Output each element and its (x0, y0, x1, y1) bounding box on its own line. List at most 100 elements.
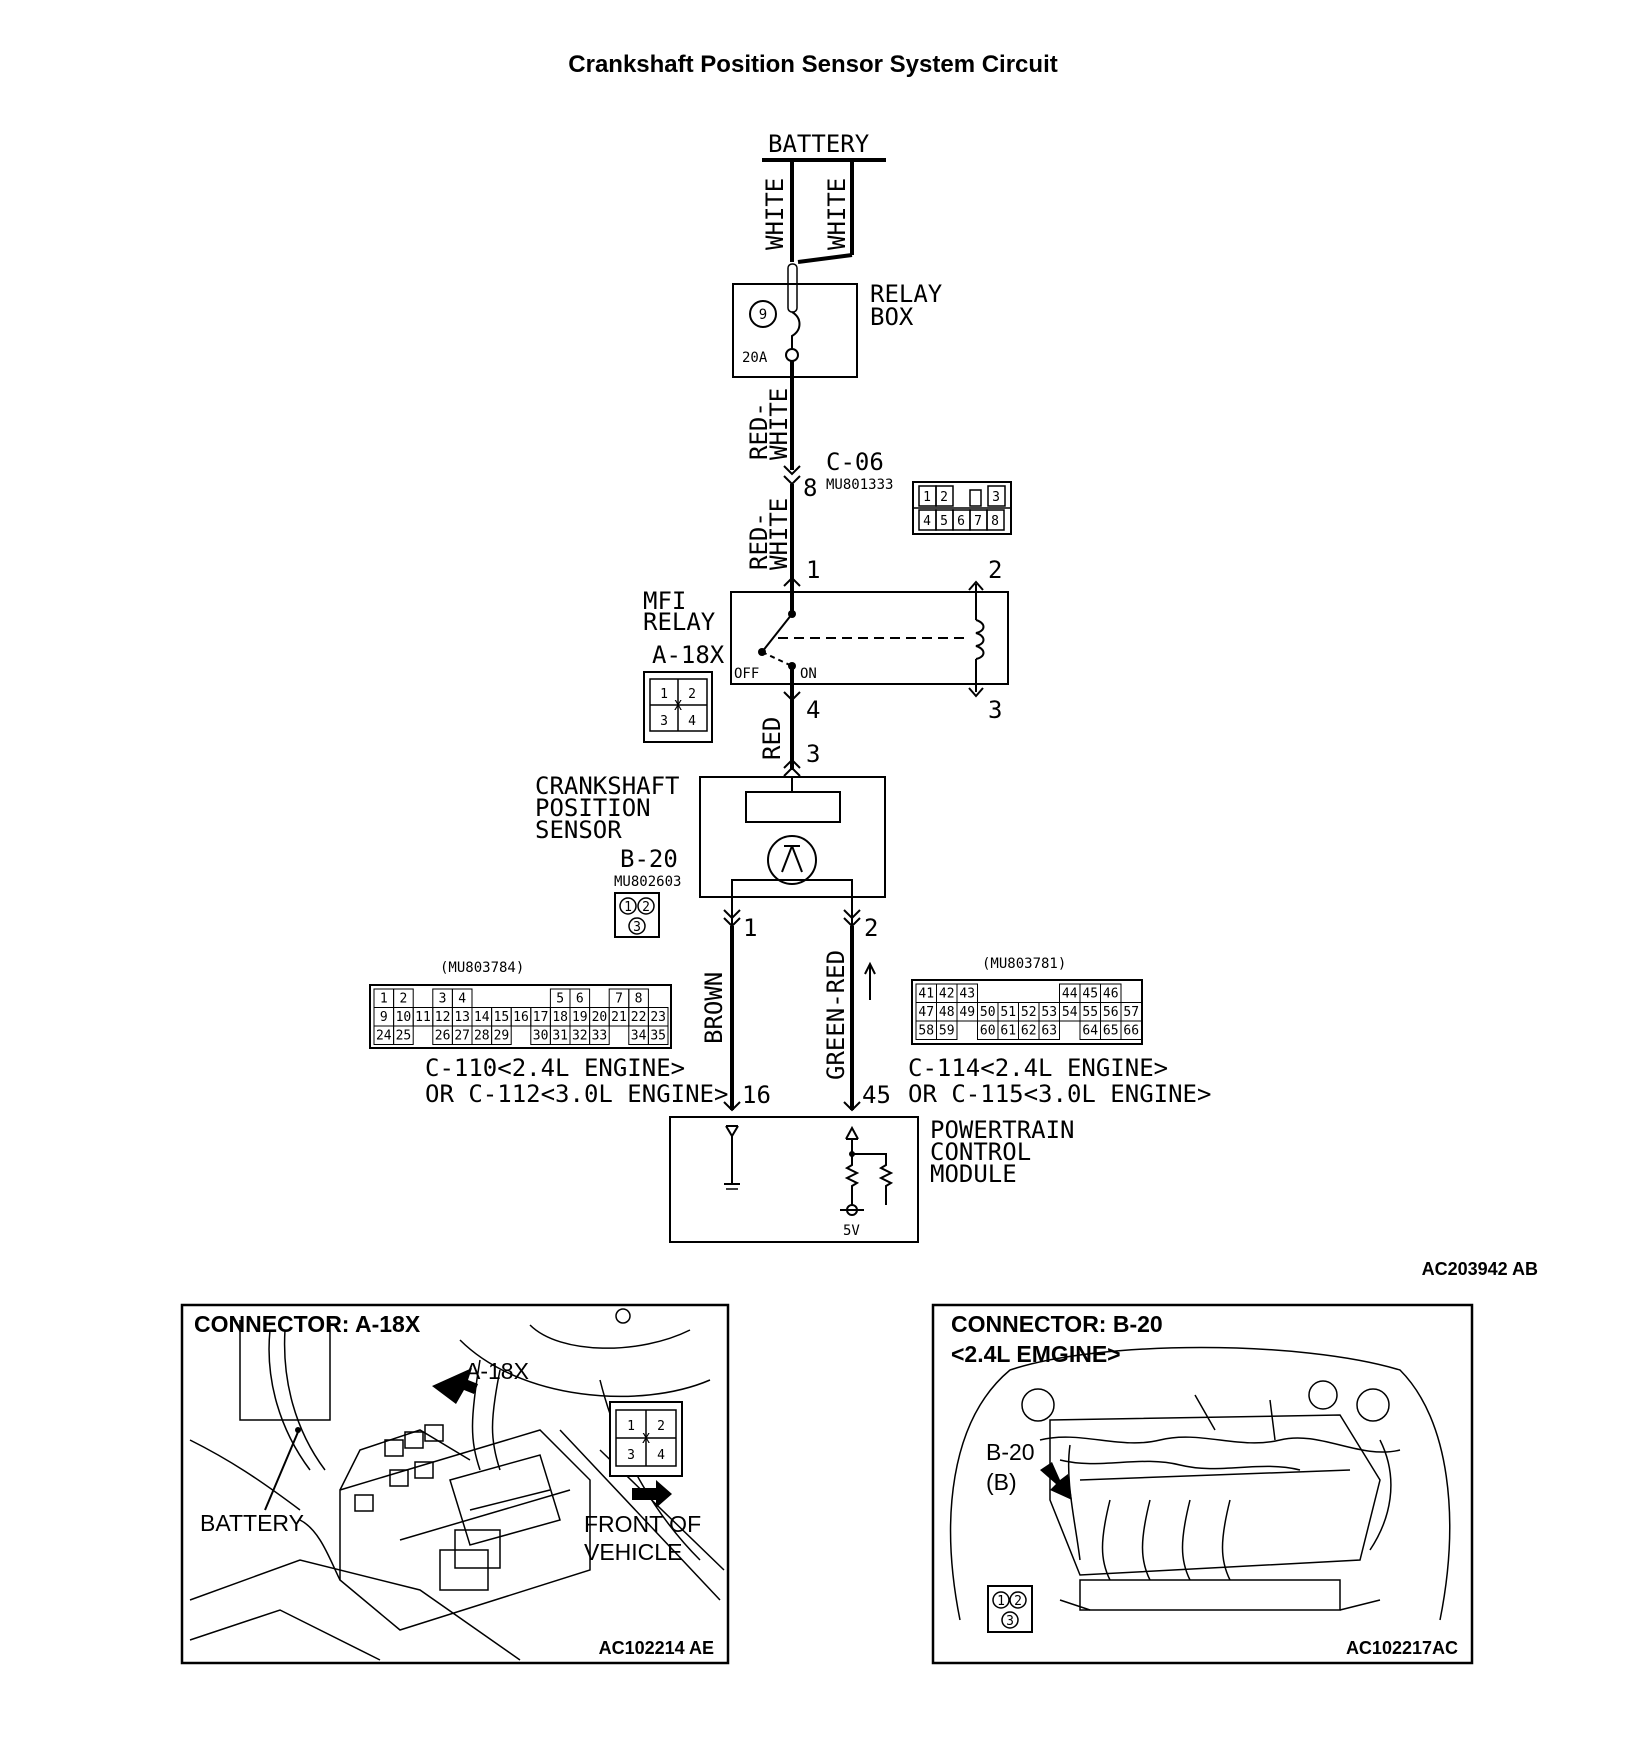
svg-text:2: 2 (657, 1419, 665, 1434)
engine-bay-illustration-b (949, 1346, 1451, 1621)
pin-number: 2 (399, 992, 407, 1007)
pin-number: 62 (1021, 1024, 1037, 1039)
pin-number: 50 (980, 1005, 996, 1020)
pin-number: 42 (939, 987, 955, 1002)
wire-red-white-lower-1: RED- (745, 512, 773, 570)
pin-number: 20 (592, 1010, 608, 1025)
panel-connector-b20: CONNECTOR: B-20 <2.4L EMGINE> B-20 (B) 1… (931, 1303, 1474, 1665)
pin-number: 57 (1123, 1005, 1139, 1020)
sensor-label-2: POSITION (535, 794, 651, 822)
pin-number: 15 (494, 1010, 510, 1025)
svg-text:1: 1 (624, 900, 632, 915)
svg-text:5: 5 (940, 514, 948, 529)
wire-red-white-upper-2: WHITE (765, 388, 793, 460)
svg-text:4: 4 (657, 1448, 665, 1463)
pin-number: 3 (439, 992, 447, 1007)
mfi-coil-pin-3: 3 (988, 696, 1002, 724)
pin-number: 5 (556, 992, 564, 1007)
pin-number: 21 (611, 1010, 627, 1025)
pin-number: 34 (631, 1029, 647, 1044)
pin-number: 33 (592, 1029, 608, 1044)
pin-number: 47 (918, 1005, 934, 1020)
c114-line-2: OR C-115<3.0L ENGINE> (908, 1080, 1211, 1108)
svg-text:1: 1 (627, 1419, 635, 1434)
panel-a-front-1: FRONT OF (584, 1511, 701, 1537)
connector-c06: 8 C-06 MU801333 1 2 3 4 5 6 7 8 (783, 448, 1012, 535)
pin-number: 4 (458, 992, 466, 1007)
panel-b-connector-grid: 1 2 3 (987, 1585, 1033, 1633)
pin-number: 8 (635, 992, 643, 1007)
pin-number: 48 (939, 1005, 955, 1020)
pin-number: 51 (1000, 1005, 1016, 1020)
panel-b-heading-2: <2.4L EMGINE> (951, 1341, 1121, 1367)
c06-pin: 8 (803, 474, 817, 502)
pcm-label-1: POWERTRAIN (930, 1116, 1075, 1144)
sensor-pin-1: 1 (743, 914, 757, 942)
svg-text:X: X (674, 699, 682, 714)
mfi-pin-4: 4 (806, 696, 820, 724)
sensor-label-1: CRANKSHAFT (535, 772, 680, 800)
pin-number: 10 (396, 1010, 412, 1025)
pin-number: 14 (474, 1010, 490, 1025)
panel-a-battery: BATTERY (200, 1510, 304, 1536)
pin-number: 63 (1041, 1024, 1057, 1039)
relay-box-label-2: BOX (870, 303, 914, 331)
pin-number: 29 (494, 1029, 510, 1044)
pin-number: 9 (380, 1010, 388, 1025)
pin-number: 28 (474, 1029, 490, 1044)
svg-text:2: 2 (940, 490, 948, 505)
panel-b-heading-1: CONNECTOR: B-20 (951, 1311, 1163, 1337)
main-figure-id: AC203942 AB (1422, 1259, 1538, 1279)
pin-number: 30 (533, 1029, 549, 1044)
pin-number: 56 (1103, 1005, 1119, 1020)
pin-number: 17 (533, 1010, 549, 1025)
fuse-rating: 20A (742, 350, 768, 366)
pin-number: 7 (615, 992, 623, 1007)
pin-number: 49 (959, 1005, 975, 1020)
pin-number: 35 (650, 1029, 666, 1044)
pin-number: 18 (552, 1010, 568, 1025)
fuse-number: 9 (759, 307, 767, 323)
svg-text:3: 3 (627, 1448, 635, 1463)
mfi-off: OFF (734, 666, 759, 682)
pin-number: 60 (980, 1024, 996, 1039)
panel-b-callout-1: B-20 (986, 1439, 1035, 1465)
pcm-label-3: MODULE (930, 1160, 1017, 1188)
panel-b-figure-id: AC102217AC (1346, 1638, 1458, 1658)
wire-white-right: WHITE (823, 178, 851, 250)
sensor-label-3: SENSOR (535, 816, 622, 844)
c110-pin: 16 (742, 1081, 771, 1109)
pcm-label-2: CONTROL (930, 1138, 1031, 1166)
pin-number: 52 (1021, 1005, 1037, 1020)
c06-pin-grid: 1 2 3 4 5 6 7 8 (912, 481, 1012, 535)
pin-number: 58 (918, 1024, 934, 1039)
battery-label: BATTERY (768, 130, 870, 158)
pin-number: 26 (435, 1029, 451, 1044)
c06-part: MU801333 (826, 477, 893, 493)
pin-number: 41 (918, 987, 934, 1002)
pin-number: 45 (1082, 987, 1098, 1002)
svg-text:4: 4 (688, 714, 696, 729)
pin-cell (393, 1025, 414, 1045)
pin-number: 13 (454, 1010, 470, 1025)
pin-number: 23 (650, 1010, 666, 1025)
pin-cell (589, 1025, 610, 1045)
pin-number: 54 (1062, 1005, 1078, 1020)
mfi-label-1: MFI (643, 587, 686, 615)
wire-red-white-upper-1: RED- (745, 402, 773, 460)
pin-number: 16 (513, 1010, 529, 1025)
sensor-connector-grid: 1 2 3 (614, 892, 660, 938)
mfi-connector-grid: 1 2 3 4 X (643, 671, 713, 743)
pin-number: 6 (576, 992, 584, 1007)
panel-b-callout-2: (B) (986, 1469, 1017, 1495)
pcm-voltage: 5V (843, 1223, 860, 1239)
sensor-connector-label: B-20 (620, 845, 678, 873)
panel-a-front-2: VEHICLE (584, 1539, 682, 1565)
battery: BATTERY WHITE WHITE (761, 130, 886, 264)
mfi-connector-label: A-18X (652, 641, 725, 669)
svg-text:2: 2 (1014, 1594, 1022, 1609)
crankshaft-sensor: CRANKSHAFT POSITION SENSOR B-20 MU802603… (535, 772, 886, 938)
mfi-relay: 1 OFF ON 2 3 MFI RELAY A-18X 1 2 3 4 X (643, 556, 1009, 743)
